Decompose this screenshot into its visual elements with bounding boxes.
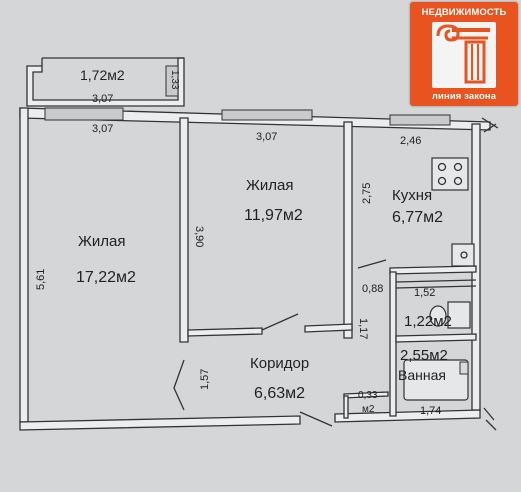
corridor-name: Коридор	[250, 355, 309, 372]
bathroom-name: Ванная	[398, 367, 446, 383]
balcony-door-window	[44, 107, 124, 121]
passage-depth-dim: 0,88	[362, 283, 383, 295]
passage-width-dim: 1,17	[357, 318, 369, 339]
living-large-area: 17,22м2	[76, 269, 136, 286]
window-kitchen	[389, 114, 451, 126]
living-small-depth-dim: 3,90	[193, 226, 205, 247]
toilet-fixture	[429, 301, 471, 329]
interior-walls	[173, 117, 477, 427]
balcony-side-window	[165, 65, 179, 97]
kitchen-stove	[431, 157, 469, 191]
living-large-name: Жилая	[78, 233, 125, 250]
balcony-depth-dim: 1,33	[169, 70, 180, 90]
bathroom-area: 2,55м2	[400, 347, 448, 364]
bathtub	[403, 359, 469, 401]
logo-top-text: НЕДВИЖИМОСТЬ	[421, 7, 507, 18]
kitchen-depth-dim: 2,75	[361, 183, 373, 204]
kitchen-width-dim: 2,46	[400, 135, 421, 147]
living-large-depth-dim: 5,61	[35, 269, 47, 290]
balcony-width-dim: 3,07	[92, 93, 113, 105]
kitchen-area: 6,77м2	[392, 209, 443, 226]
logo-bottom-text: линия закона	[431, 91, 497, 102]
living-small-width-dim: 3,07	[256, 131, 277, 143]
corridor-depth-dim: 1,57	[199, 369, 211, 390]
balcony	[26, 57, 185, 107]
balcony-area: 1,72м2	[80, 67, 125, 83]
ionic-column-icon	[432, 22, 496, 88]
toilet-area: 1,22м2	[404, 313, 452, 330]
agency-logo: НЕДВИЖИМОСТЬ линия закона	[410, 2, 518, 106]
corridor-area: 6,63м2	[254, 385, 305, 402]
kitchen-name: Кухня	[392, 187, 432, 204]
toilet-width-dim: 1,52	[414, 287, 435, 299]
closet-area-unit: м2	[362, 404, 375, 415]
balcony-inner-dim: 3,07	[92, 123, 113, 135]
hatched-pipes	[395, 279, 477, 289]
bathroom-width-dim: 1,74	[420, 405, 441, 417]
living-small-area: 11,97м2	[244, 207, 303, 224]
closet-area-value: 0,33	[358, 390, 378, 401]
window-living-small	[221, 109, 313, 121]
living-small-name: Жилая	[246, 177, 293, 194]
kitchen-sink	[451, 243, 475, 267]
